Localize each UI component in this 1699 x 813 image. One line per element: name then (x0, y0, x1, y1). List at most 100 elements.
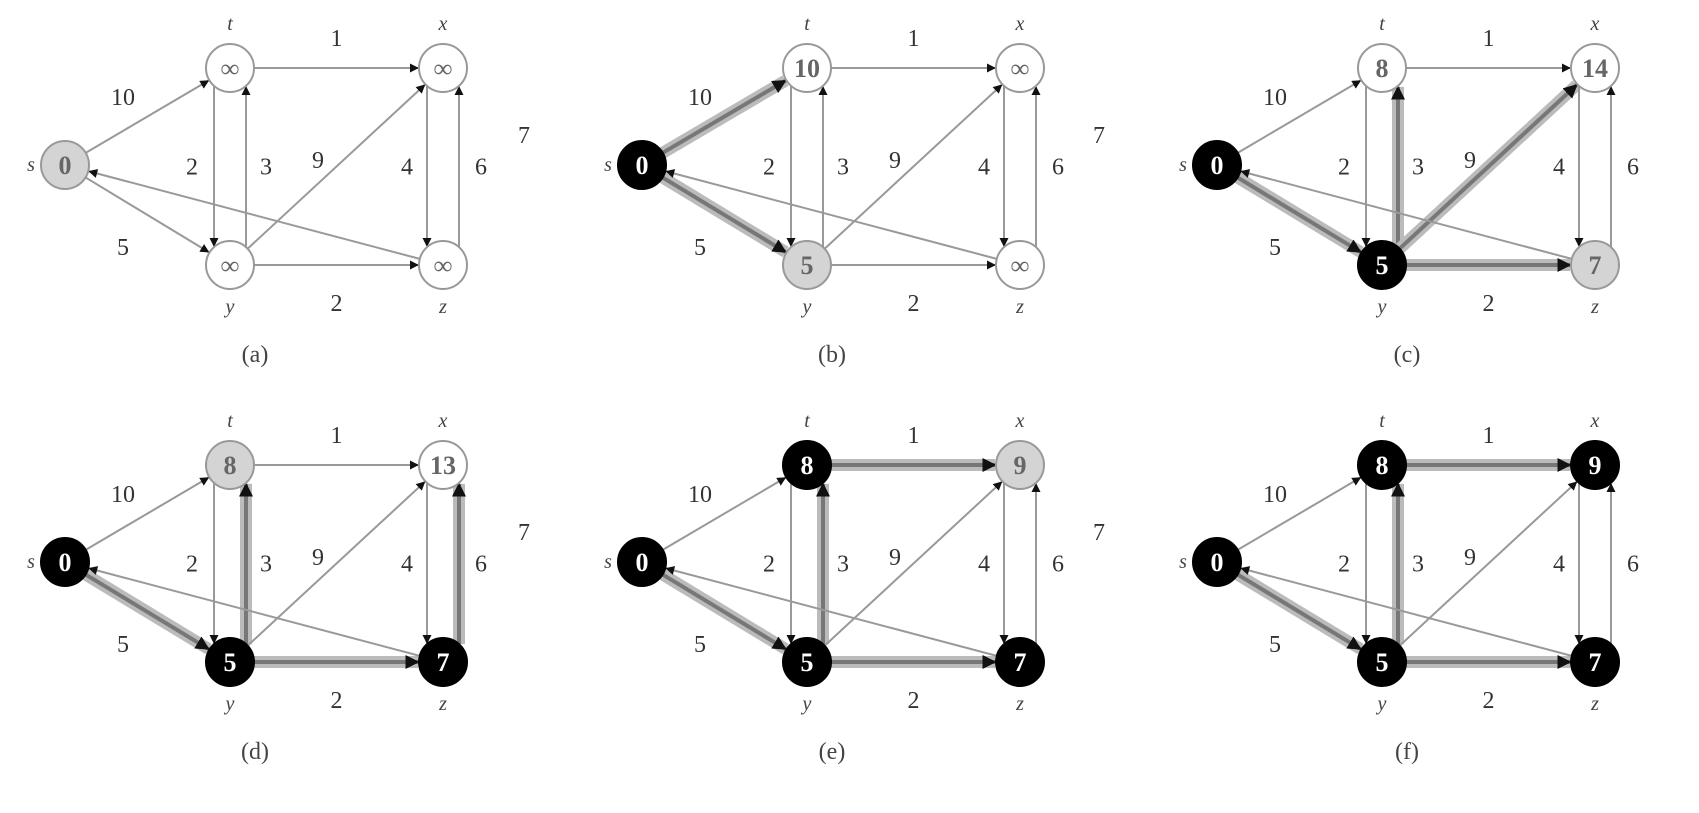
weight-label-t-x: 1 (908, 26, 920, 52)
node-label-x: x (1015, 410, 1025, 432)
node-label-s: s (1179, 154, 1187, 176)
node-label-z: z (438, 296, 447, 318)
weight-label-y-x: 9 (1464, 545, 1476, 571)
distance-z: ∞ (1011, 251, 1030, 280)
edge-z-s (1240, 566, 1573, 657)
weight-label-y-z: 2 (908, 291, 920, 317)
weight-label-y-t: 3 (837, 155, 849, 181)
weight-label-x-z: 4 (401, 552, 413, 578)
node-label-t: t (804, 13, 810, 35)
tree-edge-s-y (1236, 175, 1362, 254)
node-label-y: y (1376, 693, 1387, 715)
weight-label-z-s: 7 (518, 123, 530, 149)
weight-label-y-x: 9 (889, 545, 901, 571)
distance-t: ∞ (221, 54, 240, 83)
weight-label-s-t: 10 (111, 85, 135, 111)
distance-s: 0 (1211, 151, 1224, 180)
tree-edge-s-t (661, 78, 787, 155)
weight-label-x-z: 4 (978, 552, 990, 578)
node-x (1570, 43, 1620, 93)
distance-z: 7 (437, 648, 450, 677)
tree-edge-y-x (1398, 83, 1579, 251)
weight-label-y-t: 3 (1412, 155, 1424, 181)
node-label-s: s (1179, 551, 1187, 573)
weight-label-t-y: 2 (763, 552, 775, 578)
weight-label-z-x: 6 (1052, 155, 1064, 181)
distance-y: ∞ (221, 251, 240, 280)
node-label-t: t (1379, 13, 1385, 35)
weight-label-x-z: 4 (1553, 552, 1565, 578)
panel-caption: (c) (1394, 342, 1421, 368)
node-label-s: s (604, 154, 612, 176)
node-x (995, 440, 1045, 490)
node-label-x: x (438, 13, 448, 35)
weight-label-t-y: 2 (1338, 552, 1350, 578)
node-t (205, 440, 255, 490)
distance-y: 5 (1376, 251, 1389, 280)
node-label-t: t (804, 410, 810, 432)
node-label-s: s (604, 551, 612, 573)
node-s (40, 537, 90, 587)
distance-s: 0 (636, 548, 649, 577)
weight-label-z-x: 6 (1627, 155, 1639, 181)
distance-t: 8 (801, 451, 814, 480)
node-label-s: s (27, 154, 35, 176)
node-z (1570, 240, 1620, 290)
node-z (418, 240, 468, 290)
node-t (1357, 440, 1407, 490)
node-label-y: y (224, 693, 235, 715)
weight-label-t-y: 2 (763, 155, 775, 181)
weight-label-y-z: 2 (1483, 291, 1495, 317)
weight-label-y-z: 2 (331, 291, 343, 317)
weight-label-s-t: 10 (688, 482, 712, 508)
distance-t: 8 (1376, 451, 1389, 480)
node-x (418, 440, 468, 490)
distance-x: ∞ (434, 54, 453, 83)
weight-label-s-y: 5 (694, 235, 706, 261)
node-label-x: x (438, 410, 448, 432)
node-s (40, 140, 90, 190)
weight-label-s-y: 5 (117, 632, 129, 658)
weight-label-s-t: 10 (111, 482, 135, 508)
edge-y-x (1398, 481, 1578, 647)
edge-y-x (823, 84, 1003, 250)
node-t (782, 440, 832, 490)
node-s (617, 537, 667, 587)
node-y (782, 637, 832, 687)
weight-label-t-x: 1 (908, 423, 920, 449)
distance-s: 0 (636, 151, 649, 180)
weight-label-t-x: 1 (1483, 423, 1495, 449)
node-label-t: t (1379, 410, 1385, 432)
distance-x: 13 (430, 451, 456, 480)
node-label-z: z (1015, 296, 1024, 318)
node-x (995, 43, 1045, 93)
distance-z: ∞ (434, 251, 453, 280)
node-z (995, 240, 1045, 290)
weight-label-y-x: 9 (1464, 148, 1476, 174)
edge-s-t (1237, 476, 1362, 551)
weight-label-y-x: 9 (312, 545, 324, 571)
distance-y: 5 (801, 251, 814, 280)
weight-label-s-y: 5 (117, 235, 129, 261)
weight-label-t-x: 1 (331, 423, 343, 449)
node-label-t: t (227, 13, 233, 35)
edge-s-y (85, 176, 210, 253)
weight-label-s-t: 10 (1263, 85, 1287, 111)
edge-s-t (85, 476, 210, 551)
node-label-y: y (801, 693, 812, 715)
node-z (418, 637, 468, 687)
weight-label-z-s: 7 (1093, 520, 1105, 546)
node-label-s: s (27, 551, 35, 573)
node-y (205, 240, 255, 290)
panel-d: 105123924670s8t13x5y7z(d) (27, 410, 487, 765)
node-t (205, 43, 255, 93)
weight-label-t-y: 2 (1338, 155, 1350, 181)
distance-x: 14 (1582, 54, 1608, 83)
edge-y-x (246, 481, 426, 647)
weight-label-z-x: 6 (1627, 552, 1639, 578)
weight-label-z-x: 6 (475, 155, 487, 181)
tree-edge-s-y (1236, 572, 1362, 651)
node-z (995, 637, 1045, 687)
